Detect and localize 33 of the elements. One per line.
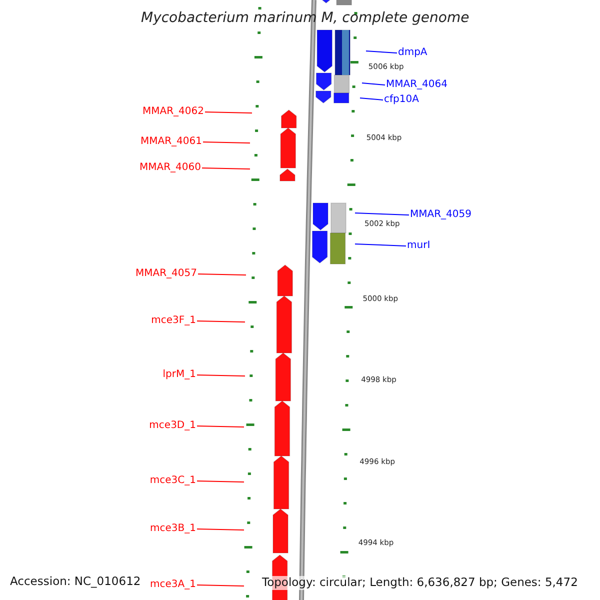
gene-label: mce3D_1 (149, 421, 196, 431)
leader-line (198, 274, 246, 276)
gene-label: MMAR_4061 (140, 137, 202, 147)
gene-label: mce3C_1 (150, 476, 196, 486)
leader-line (360, 98, 384, 100)
gene-label: mce3F_1 (151, 316, 196, 326)
accession-text: Accession: NC_010612 (10, 576, 141, 588)
gene-label: cfp10A (384, 95, 419, 105)
leader-line (196, 320, 246, 322)
gene-label: lprM_1 (162, 370, 196, 380)
leader-line (196, 426, 244, 428)
leader-line (354, 244, 406, 246)
leader-line (202, 168, 250, 170)
gene-label: mce3A_1 (150, 580, 196, 590)
leader-line (196, 374, 246, 376)
leader-line (196, 528, 244, 530)
leader-line (196, 584, 244, 586)
gene-label: MMAR_4060 (140, 163, 201, 173)
gene-label: mce3B_1 (150, 524, 196, 534)
leader-line (362, 82, 386, 86)
leader-line (354, 212, 410, 216)
gene-label: MMAR_4062 (142, 107, 204, 117)
leader-line (202, 142, 250, 144)
leader-line (204, 112, 252, 114)
topology-text: Topology: circular; Length: 6,636,827 bp; Genes: 5,472 (262, 576, 578, 590)
gene-label: murI (407, 241, 430, 251)
leader-line (366, 50, 398, 54)
gene-label: dmpA (398, 48, 428, 58)
gene-label: MMAR_4059 (410, 210, 472, 220)
map-title: Mycobacterium marinum M, complete genome (141, 11, 470, 25)
leader-line (196, 480, 244, 482)
gene-label: MMAR_4064 (386, 80, 448, 90)
gene-label: MMAR_4057 (136, 269, 197, 279)
